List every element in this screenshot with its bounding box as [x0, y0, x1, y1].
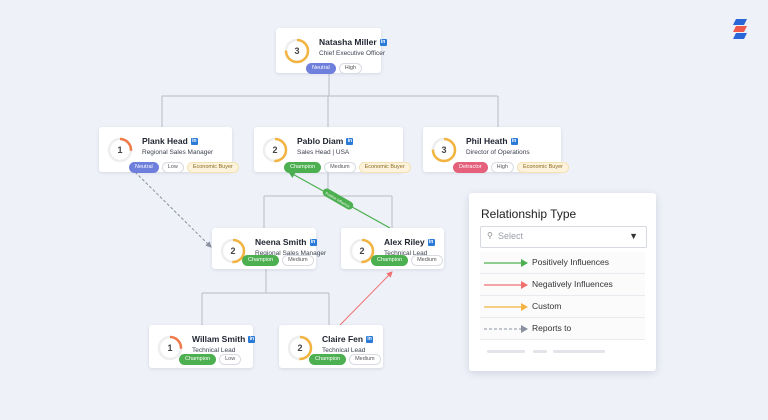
sentiment-badge: Champion — [179, 354, 217, 365]
linkedin-icon[interactable]: in — [379, 38, 387, 46]
priority-badge: Low — [161, 162, 184, 173]
linkedin-icon[interactable]: in — [309, 238, 317, 246]
role-badge: Economic Buyer — [358, 162, 411, 173]
score-ring: 2 — [261, 136, 289, 164]
priority-badge: High — [490, 162, 514, 173]
sentiment-badge: Champion — [242, 255, 280, 266]
score-value: 1 — [167, 343, 173, 353]
red-arrow-icon — [484, 281, 528, 289]
person-name: Pablo Diam — [297, 136, 344, 146]
score-ring: 2 — [286, 334, 314, 362]
priority-badge: Medium — [324, 162, 356, 173]
score-ring: 3 — [283, 37, 311, 65]
option-label: Reports to — [532, 323, 572, 333]
orange-arrow-icon — [484, 303, 528, 311]
option-label: Positively Influences — [532, 257, 610, 267]
person-name: Claire Fen — [322, 334, 364, 344]
score-value: 2 — [359, 246, 365, 256]
linkedin-icon[interactable]: in — [366, 335, 374, 343]
linkedin-icon[interactable]: in — [510, 137, 518, 145]
priority-badge: Low — [219, 354, 242, 365]
score-ring: 3 — [430, 136, 458, 164]
person-name: Natasha Miller — [319, 37, 377, 47]
green-arrow-icon — [484, 259, 528, 267]
relationship-type-select[interactable]: ⚲ Select ▼ — [480, 226, 647, 248]
role-badge: Economic Buyer — [186, 162, 239, 173]
role-badge: Economic Buyer — [516, 162, 569, 173]
person-name: Willam Smith — [192, 334, 246, 344]
priority-badge: Medium — [349, 354, 381, 365]
search-icon: ⚲ — [487, 231, 493, 240]
score-value: 3 — [441, 145, 447, 155]
person-title: Technical Lead — [192, 347, 236, 354]
sentiment-badge: Champion — [284, 162, 322, 173]
connector-label-pill — [322, 188, 354, 210]
tree-line-ceo — [161, 73, 499, 127]
chevron-down-icon[interactable]: ▼ — [629, 231, 638, 241]
brand-logo — [733, 19, 747, 39]
linkedin-icon[interactable]: in — [427, 238, 435, 246]
score-ring: 1 — [156, 334, 184, 362]
tree-line-pablo — [263, 172, 393, 228]
score-value: 2 — [297, 343, 303, 353]
person-title: Technical Lead — [322, 347, 366, 354]
select-placeholder: Select — [498, 231, 524, 241]
person-title: Sales Head | USA — [297, 149, 350, 156]
tree-line-neena — [201, 269, 330, 325]
score-value: 1 — [117, 145, 123, 155]
option-label: Custom — [532, 301, 562, 311]
option-positively-influences[interactable]: Positively Influences — [480, 252, 645, 274]
linkedin-icon[interactable]: in — [346, 137, 354, 145]
sentiment-badge: Champion — [309, 354, 347, 365]
placeholder-bar — [487, 350, 525, 353]
score-ring: 2 — [348, 237, 376, 265]
score-value: 3 — [294, 46, 300, 56]
option-reports-to[interactable]: Reports to — [480, 318, 645, 340]
sentiment-badge: Neutral — [129, 162, 159, 173]
panel-title: Relationship Type — [481, 207, 577, 221]
person-title: Chief Executive Officer — [319, 50, 385, 57]
relationship-type-panel: Relationship Type ⚲ Select ▼ Positively … — [469, 193, 656, 371]
placeholder-bar — [553, 350, 605, 353]
option-custom[interactable]: Custom — [480, 296, 645, 318]
linkedin-icon[interactable]: in — [190, 137, 198, 145]
option-negatively-influences[interactable]: Negatively Influences — [480, 274, 645, 296]
person-name: Plank Head — [142, 136, 188, 146]
person-title: Technical Lead — [384, 250, 428, 257]
option-label: Negatively Influences — [532, 279, 613, 289]
person-title: Director of Operations — [466, 149, 530, 156]
person-title: Regional Sales Manager — [255, 250, 327, 257]
placeholder-bar — [533, 350, 547, 353]
priority-badge: High — [338, 63, 363, 74]
linkedin-icon[interactable]: in — [248, 335, 256, 343]
reports-to-connector — [134, 171, 212, 248]
person-name: Phil Heath — [466, 136, 508, 146]
person-name: Alex Riley — [384, 237, 425, 247]
sentiment-badge: Champion — [371, 255, 409, 266]
person-name: Neena Smith — [255, 237, 307, 247]
score-ring: 2 — [219, 237, 247, 265]
sentiment-badge: Neutral — [306, 63, 336, 74]
negative-influence-connector — [339, 271, 393, 326]
priority-badge: Medium — [411, 255, 443, 266]
person-title: Regional Sales Manager — [142, 149, 214, 156]
score-ring: 1 — [106, 136, 134, 164]
dashed-arrow-icon — [484, 325, 528, 333]
score-value: 2 — [272, 145, 278, 155]
sentiment-badge: Detractor — [453, 162, 488, 173]
score-value: 2 — [230, 246, 236, 256]
priority-badge: Medium — [282, 255, 314, 266]
